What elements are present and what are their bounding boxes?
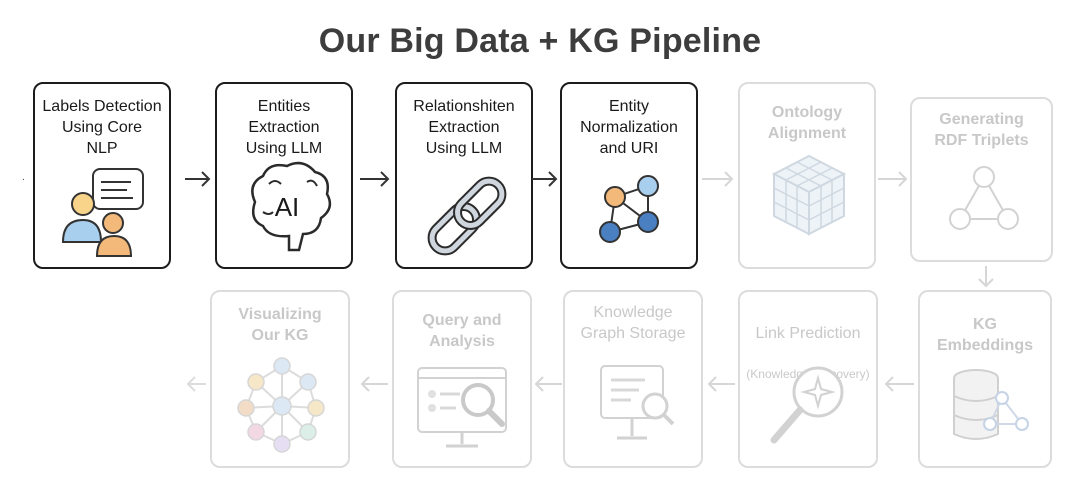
step-label: Query and Analysis — [422, 312, 502, 350]
step-label: Relationshiten Extraction Using LLM — [413, 98, 515, 157]
arrow-left-icon — [360, 376, 388, 392]
arrow-right-icon — [185, 171, 211, 187]
step-entities-extraction: Entities Extraction Using LLM AI — [215, 82, 353, 269]
monitor-search-icon — [600, 365, 675, 440]
ai-text: AI — [275, 192, 300, 222]
step-knowledge-graph-storage: Knowledge Graph Storage — [563, 290, 703, 468]
arrow-right-icon — [878, 171, 908, 187]
arrow-right-icon — [360, 171, 390, 187]
step-visualizing-our-kg: Visualizing Our KG — [210, 290, 350, 468]
arrow-left-icon — [534, 376, 562, 392]
database-graph-icon — [953, 369, 1029, 440]
step-label: KG Embeddings — [936, 316, 1033, 354]
people-chat-icon — [61, 168, 144, 257]
network-graph-icon — [237, 357, 325, 453]
graph-nodes-icon — [599, 175, 659, 243]
step-label: Knowledge Graph Storage — [580, 304, 686, 342]
step-label-block: Link Prediction (Knowledge Discovery) — [744, 304, 872, 384]
arrow-right-icon — [702, 171, 734, 187]
step-label: Generating RDF Triplets — [934, 111, 1029, 149]
dashboard-search-icon — [417, 367, 507, 448]
magnifier-star-icon — [770, 366, 844, 444]
step-label: Entity Normalization and URI — [580, 98, 678, 157]
chain-link-icon — [427, 176, 507, 256]
step-ontology-alignment: Ontology Alignment — [738, 82, 876, 269]
ai-brain-icon: AI — [251, 161, 332, 252]
cube-grid-icon — [771, 154, 847, 236]
step-entity-normalization: Entity Normalization and URI — [560, 82, 698, 269]
step-relationship-extraction: Relationshiten Extraction Using LLM — [395, 82, 533, 269]
step-link-prediction: Link Prediction (Knowledge Discovery) — [738, 290, 878, 468]
step-generating-rdf-triplets: Generating RDF Triplets — [910, 97, 1053, 262]
arrow-left-icon — [186, 376, 206, 392]
step-kg-embeddings: KG Embeddings — [918, 290, 1052, 468]
step-label: Entities Extraction Using LLM — [245, 98, 323, 157]
arrow-down-icon — [978, 266, 994, 288]
step-label: Visualizing Our KG — [238, 306, 322, 344]
step-label: Link Prediction — [755, 325, 861, 342]
arrow-right-icon — [532, 171, 558, 187]
arrow-left-icon — [707, 376, 735, 392]
stray-dot: . — [22, 172, 25, 183]
arrow-left-icon — [884, 376, 914, 392]
step-labels-detection: Labels Detection Using Core NLP — [33, 82, 171, 269]
step-label: Ontology Alignment — [767, 104, 847, 142]
step-query-and-analysis: Query and Analysis — [392, 290, 532, 468]
step-label: Labels Detection Using Core NLP — [42, 98, 162, 157]
page-title: Our Big Data + KG Pipeline — [318, 22, 762, 60]
triangle-graph-icon — [949, 166, 1019, 230]
